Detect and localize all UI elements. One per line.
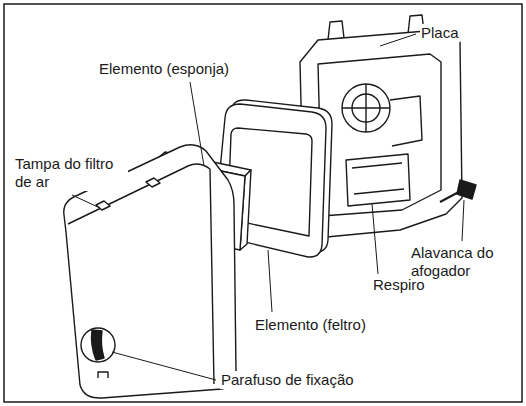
leader-line	[190, 82, 204, 166]
plate-boss	[390, 96, 422, 146]
screw-wing	[92, 330, 105, 360]
leader-line	[380, 34, 416, 46]
choke-shaft	[342, 84, 390, 132]
part-label: Alavanca do afogador	[410, 244, 520, 280]
plate-tab	[328, 21, 344, 40]
carburetor-bore	[342, 84, 390, 132]
cover-hole	[96, 201, 110, 210]
leader-line	[72, 195, 100, 208]
breather-chamber	[346, 154, 410, 206]
leader-line	[112, 352, 216, 380]
leader-line	[372, 204, 378, 274]
part-label: Parafuso de fixação	[220, 371, 355, 389]
cover-hole	[146, 178, 160, 187]
plate-rim	[318, 54, 441, 216]
leader-lines	[72, 34, 464, 380]
breather-rib	[352, 163, 404, 194]
fixing-screw	[81, 328, 115, 362]
cover-latch	[98, 372, 108, 378]
part-label: Placa	[420, 24, 460, 42]
part-label: Tampa do filtro de ar	[14, 155, 128, 191]
frame	[4, 4, 522, 402]
choke-lever-handle	[457, 180, 476, 199]
leader-line	[268, 250, 272, 312]
part-label: Respiro	[372, 276, 426, 294]
cover-edge	[68, 164, 214, 384]
part-label: Elemento (esponja)	[98, 60, 230, 78]
leader-line	[462, 200, 464, 241]
part-label: Elemento (feltro)	[254, 316, 367, 334]
